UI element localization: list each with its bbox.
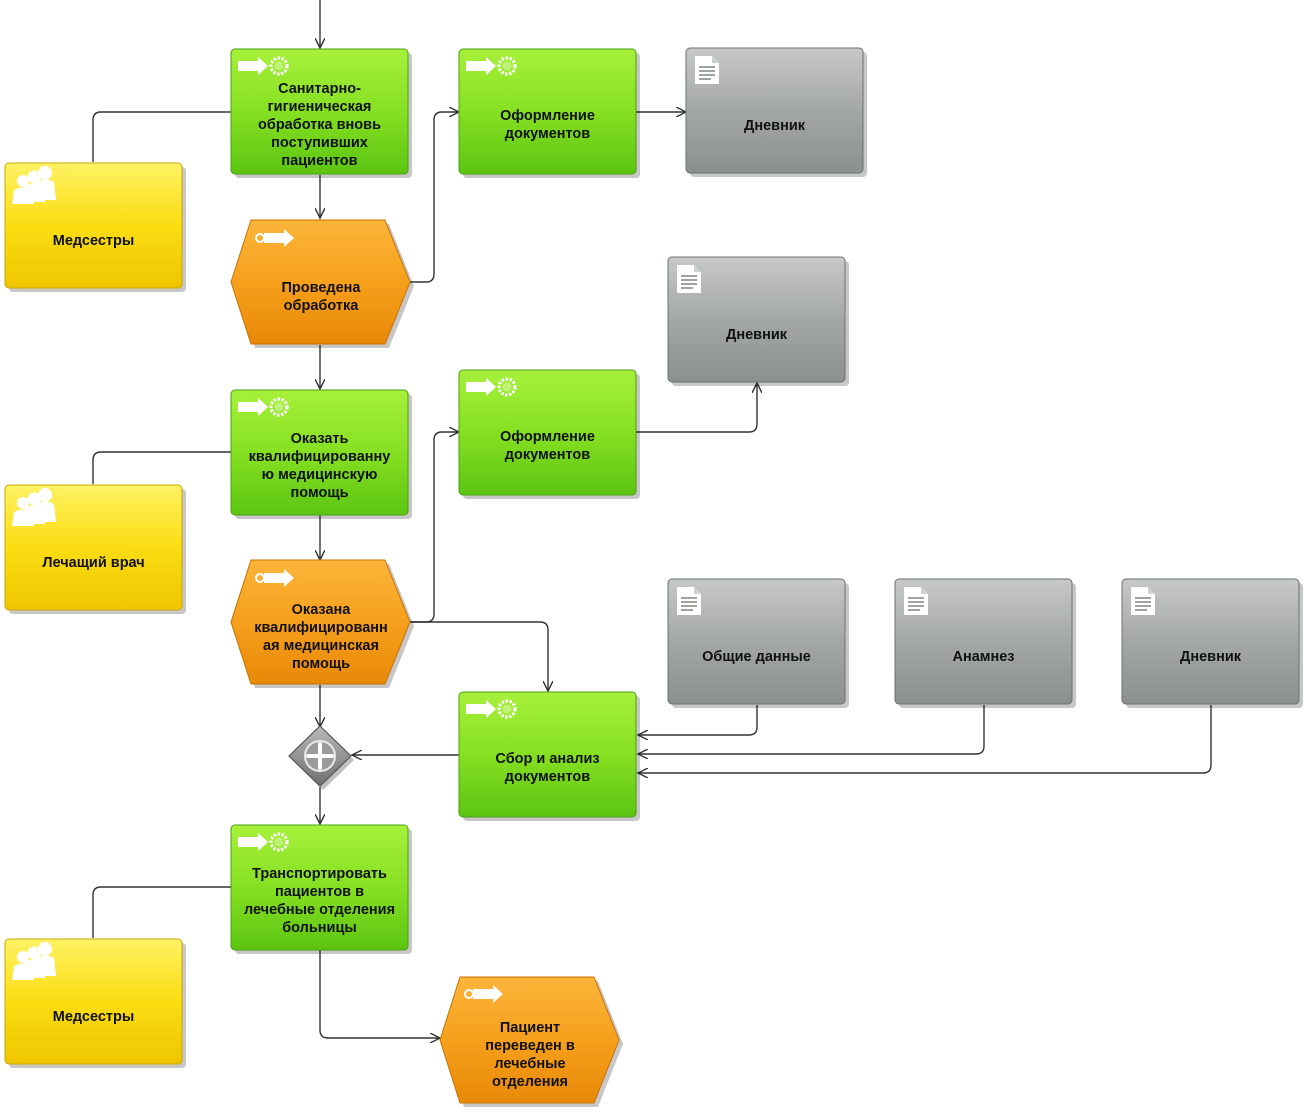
function-block[interactable] [230, 824, 412, 954]
function-block[interactable] [458, 48, 640, 178]
document-icon [695, 56, 719, 84]
role-block[interactable] [4, 938, 186, 1068]
connectors [92, 0, 1212, 1038]
event-block[interactable] [230, 219, 414, 348]
document-block[interactable] [894, 578, 1076, 708]
connector-f4-d2 [636, 383, 757, 433]
connector-e1-f2 [410, 112, 459, 283]
event-block[interactable] [439, 976, 623, 1107]
function-block[interactable] [230, 48, 412, 178]
connector-d3-f5 [638, 705, 758, 735]
function-block[interactable] [458, 369, 640, 499]
and-gateway[interactable] [288, 725, 354, 790]
event-block[interactable] [230, 559, 414, 688]
document-block[interactable] [667, 578, 849, 708]
connector-f6-e3 [319, 950, 440, 1038]
connector-r1-f1 [92, 111, 231, 162]
document-block[interactable] [1121, 578, 1303, 708]
plus-icon [306, 742, 334, 770]
connector-r3-f6 [92, 886, 231, 938]
document-icon [677, 587, 701, 615]
function-block[interactable] [230, 389, 412, 519]
function-block[interactable] [458, 691, 640, 821]
connector-d5-f5 [638, 705, 1212, 773]
connector-e2-f5 [410, 621, 548, 691]
document-block[interactable] [685, 47, 867, 177]
connector-e2-f4 [410, 432, 459, 623]
connector-d4-f5 [638, 705, 985, 754]
document-icon [904, 587, 928, 615]
document-icon [1131, 587, 1155, 615]
role-block[interactable] [4, 484, 186, 614]
connector-r2-f3 [92, 451, 231, 484]
document-block[interactable] [667, 256, 849, 386]
role-block[interactable] [4, 162, 186, 292]
document-icon [677, 265, 701, 293]
